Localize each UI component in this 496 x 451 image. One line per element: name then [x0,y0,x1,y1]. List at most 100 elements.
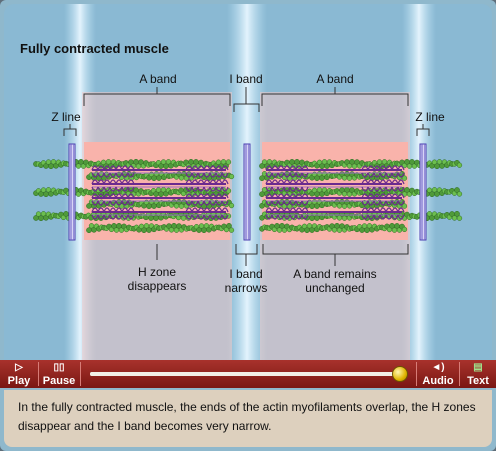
myosin-head [209,186,217,192]
audio-button[interactable]: ◄) Audio [420,360,456,388]
myosin-head [373,179,381,185]
myosin-head [203,165,211,171]
myosin-head [209,165,217,171]
myosin-head [373,186,381,192]
myosin-head [185,214,193,220]
myosin-head [397,207,405,213]
z-line [68,143,76,241]
a-band-bracket-right [261,87,409,106]
z-line [243,143,251,241]
myosin-head [391,179,399,185]
myosin-head [91,214,99,220]
myosin-head [367,214,375,220]
myosin-head [379,200,387,206]
myosin-head [301,214,309,220]
myosin-head [91,179,99,185]
myosin-head [379,165,387,171]
document-icon: ▤ [473,362,483,373]
myosin-head [121,200,129,206]
myosin-head [191,165,199,171]
myosin-head [265,200,273,206]
divider [80,362,81,386]
myosin-head [109,214,117,220]
play-button[interactable]: ▷ Play [4,360,34,388]
myosin-head [121,172,129,178]
actin-bead [259,191,265,198]
myosin-head [373,165,381,171]
myosin-head [115,179,123,185]
myosin-head [391,172,399,178]
pause-button[interactable]: ▯▯ Pause [40,360,78,388]
myosin-head [203,193,211,199]
caption-panel: In the fully contracted muscle, the ends… [4,390,492,447]
myosin-head [295,214,303,220]
myosin-head [127,179,135,185]
myosin-head [289,172,297,178]
myosin-head [289,207,297,213]
myosin-head [367,193,375,199]
myosin-head [191,214,199,220]
actin-bead [43,191,49,198]
myosin-head [191,193,199,199]
myosin-head [289,214,297,220]
actin-bead [226,223,232,229]
myosin-head [295,200,303,206]
myosin-head [127,186,135,192]
myosin-head [191,179,199,185]
actin-bead [349,158,355,165]
myosin-head [367,186,375,192]
myosin-head [103,207,111,213]
actin-bead [228,227,235,233]
myosin-head [295,186,303,192]
myosin-head [301,165,309,171]
progress-knob[interactable] [391,366,408,382]
myosin-head [385,179,393,185]
myosin-head [91,186,99,192]
h-zone-label: H zone disappears [117,265,197,293]
myosin-head [277,186,285,192]
myosin-head [397,214,405,220]
myosin-head [115,172,123,178]
myosin-head [379,179,387,185]
myosin-head [203,214,211,220]
actin-bead [339,198,345,205]
actin-bead [334,222,340,229]
actin-bead [228,173,235,180]
myosin-head [385,207,393,213]
i-band-narrows-line1: I band [229,267,263,281]
myosin-head [379,214,387,220]
myosin-head [103,179,111,185]
a-band-bracket-bottom [262,244,409,266]
myosin-head [127,207,135,213]
myosin-head [367,172,375,178]
actin-filament [259,222,408,234]
myosin-head [373,207,381,213]
myosin-head [367,207,375,213]
progress-track[interactable] [90,372,406,376]
myosin-head [289,165,297,171]
myosin-head [301,200,309,206]
myosin-head [373,193,381,199]
myosin-head [221,193,229,199]
myosin-head [295,193,303,199]
myosin-head [289,200,297,206]
myosin-head [289,186,297,192]
myosin-head [385,165,393,171]
myosin-head [109,172,117,178]
myosin-head [121,179,129,185]
myosin-head [265,172,273,178]
myosin-head [215,193,223,199]
text-button[interactable]: ▤ Text [462,360,494,388]
myosin-head [385,172,393,178]
filament-group [33,143,463,241]
myosin-head [115,165,123,171]
speaker-icon: ◄) [431,362,445,373]
myosin-head [91,172,99,178]
myosin-head [221,214,229,220]
myosin-head [283,165,291,171]
actin-bead [225,159,232,165]
z-line-label-right: Z line [415,110,445,124]
myosin-head [127,193,135,199]
myosin-head [221,179,229,185]
